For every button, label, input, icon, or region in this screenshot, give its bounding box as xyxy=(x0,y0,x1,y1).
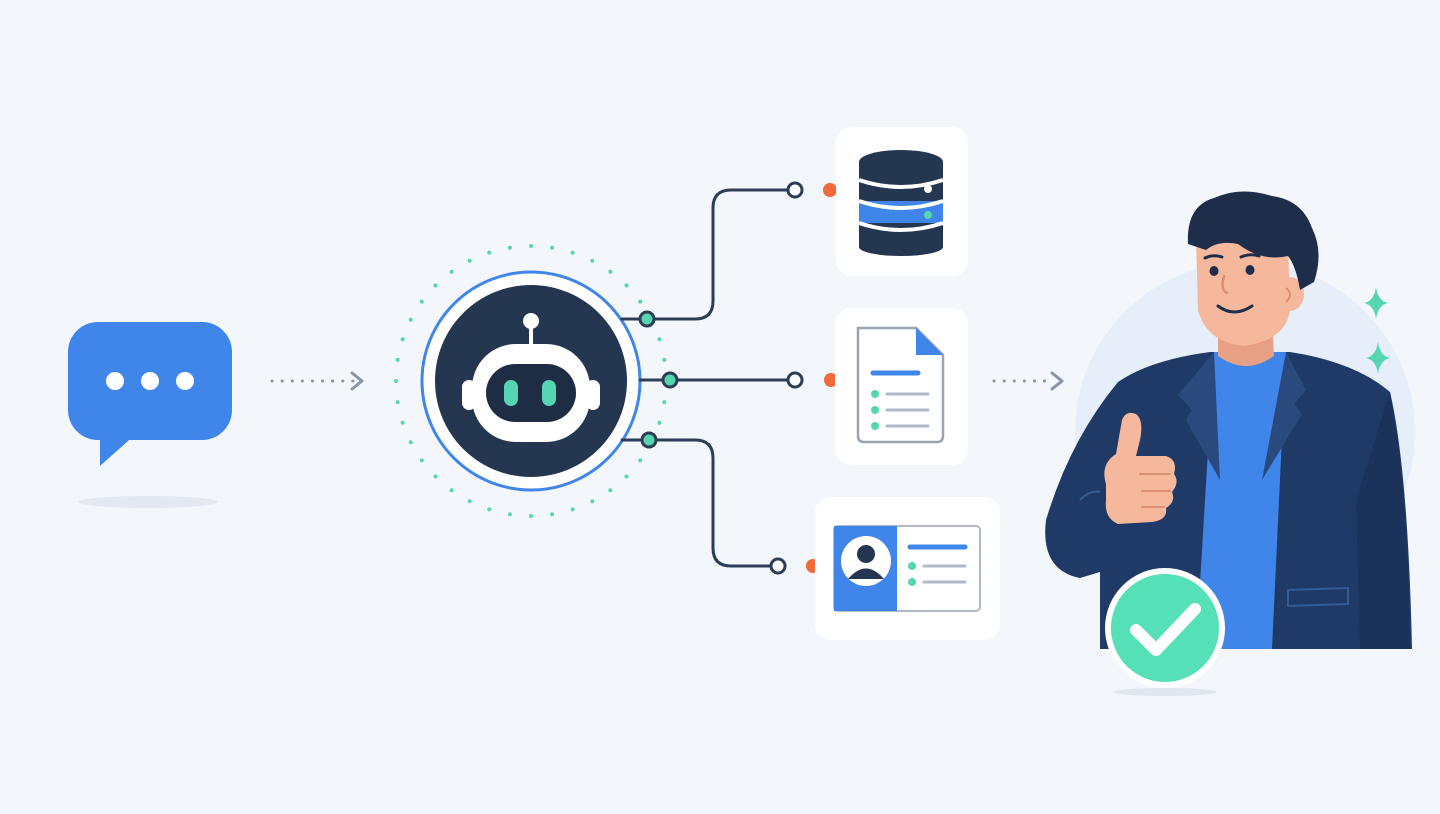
halo-dot xyxy=(624,474,629,479)
halo-dot xyxy=(449,488,454,493)
profile-card-icon xyxy=(833,525,981,612)
halo-dot xyxy=(507,512,512,517)
halo-dot xyxy=(408,440,413,445)
connector-nodes xyxy=(638,181,804,575)
halo-dot xyxy=(662,357,667,362)
halo-dot xyxy=(467,499,472,504)
flow-arrow-1 xyxy=(270,371,364,391)
chat-shadow xyxy=(78,496,218,508)
robot-icon xyxy=(462,313,600,442)
halo-dot xyxy=(529,514,533,518)
halo-dot xyxy=(529,244,533,248)
halo-dot xyxy=(608,269,613,274)
halo-dot xyxy=(590,499,595,504)
halo-dot xyxy=(608,488,613,493)
halo-dot xyxy=(624,283,629,288)
halo-dot xyxy=(550,245,555,250)
chat-bubble-icon xyxy=(68,322,232,466)
halo-dot xyxy=(395,357,400,362)
halo-dot xyxy=(467,258,472,263)
halo-dot xyxy=(638,458,643,463)
halo-dot xyxy=(657,337,662,342)
halo-dot xyxy=(395,400,400,405)
sparkle-icon xyxy=(1364,287,1390,374)
connector-lines xyxy=(620,188,797,568)
check-shadow xyxy=(1113,688,1217,696)
halo-dot xyxy=(400,420,405,425)
halo-dot xyxy=(570,507,575,512)
halo-dot xyxy=(550,512,555,517)
halo-dot xyxy=(590,258,595,263)
halo-dot xyxy=(419,458,424,463)
halo-dot xyxy=(433,283,438,288)
robot-halo-dots xyxy=(394,244,668,518)
halo-dot xyxy=(662,400,667,405)
flow-arrow-2 xyxy=(992,371,1064,391)
halo-dot xyxy=(394,379,398,383)
database-icon xyxy=(858,150,944,256)
halo-dot xyxy=(433,474,438,479)
halo-dot xyxy=(657,420,662,425)
halo-dot xyxy=(419,299,424,304)
halo-dot xyxy=(507,245,512,250)
halo-dot xyxy=(638,299,643,304)
person-thumbs-up xyxy=(1045,191,1412,649)
document-icon xyxy=(856,326,945,444)
checkmark-icon xyxy=(1105,568,1225,688)
halo-dot xyxy=(400,337,405,342)
halo-dot xyxy=(487,250,492,255)
halo-dot xyxy=(570,250,575,255)
halo-dot xyxy=(487,507,492,512)
halo-dot xyxy=(449,269,454,274)
halo-dot xyxy=(408,317,413,322)
